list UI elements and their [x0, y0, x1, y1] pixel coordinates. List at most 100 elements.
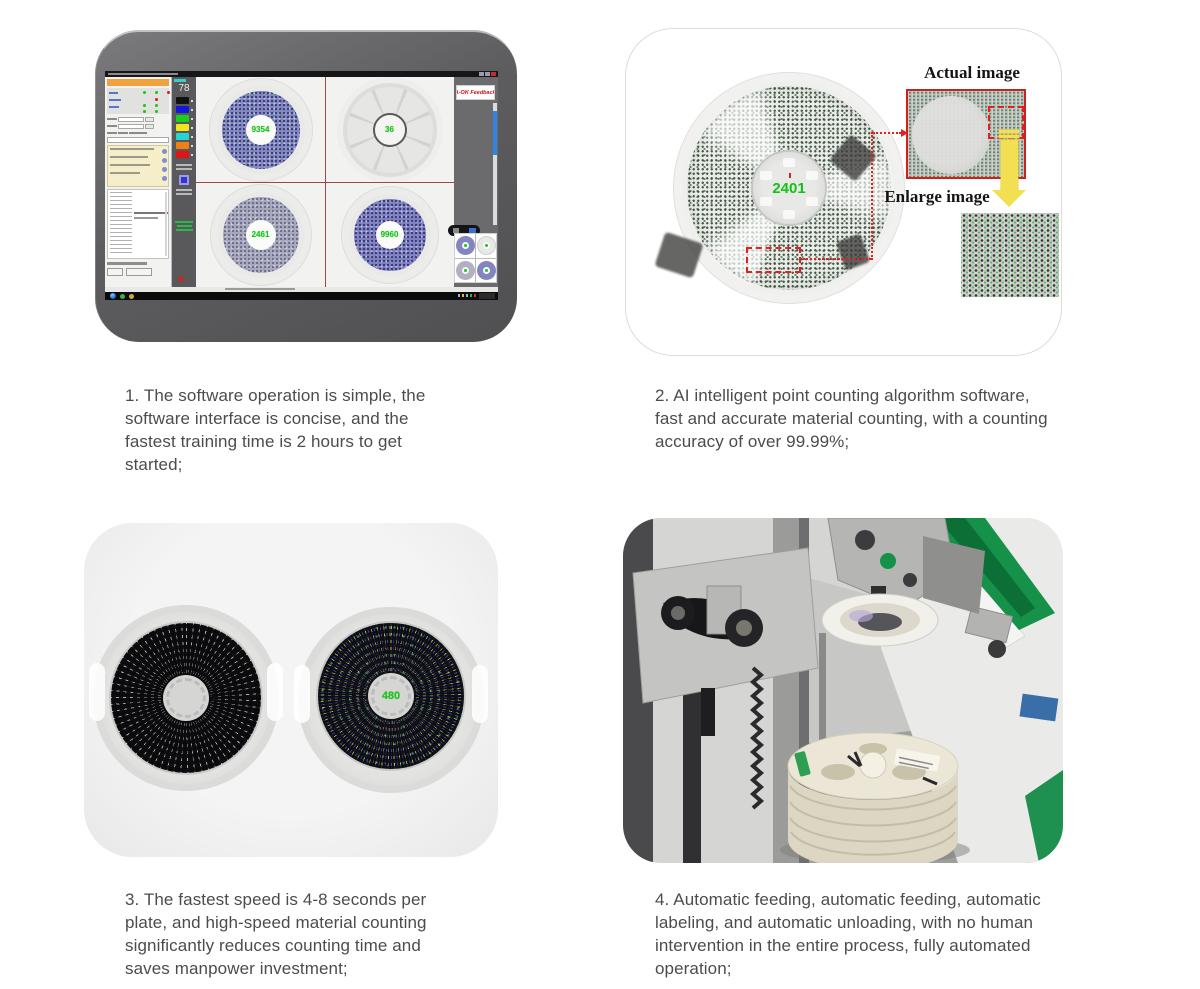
button	[126, 268, 152, 276]
reel-hub: 480	[368, 673, 414, 719]
search-input	[107, 137, 169, 143]
spring-coil	[749, 666, 765, 810]
reel-flange	[89, 605, 283, 791]
reel-count: 36	[385, 125, 394, 134]
feature-caption-3: 3. The fastest speed is 4-8 seconds per …	[125, 890, 427, 978]
thumbnail-reel	[455, 236, 475, 256]
feature-caption-2: 2. AI intelligent point counting algorit…	[655, 386, 1048, 451]
left-panel-header	[107, 79, 169, 86]
reel-image: 9960	[348, 193, 431, 276]
status-dot-green	[143, 91, 146, 94]
reel-count: 2461	[251, 230, 270, 239]
quad-view: 9354 36 2461 9	[196, 77, 454, 287]
app-status-strip	[105, 287, 498, 292]
monitor-frame: 78 9354	[95, 30, 517, 342]
palette-swatch	[175, 106, 193, 113]
yellow-arrow-shaft	[1001, 140, 1018, 190]
conveyor-belt-shade	[937, 518, 1035, 617]
arm-hole	[855, 530, 875, 550]
log-list	[107, 189, 169, 259]
xray-disc-counted: 480	[318, 623, 464, 769]
reel-count: 9960	[380, 230, 399, 239]
auto-label	[176, 164, 192, 166]
green-sticker	[794, 751, 811, 777]
row-action-buttons	[162, 149, 167, 181]
status-dot-green	[143, 104, 146, 107]
reel-stack-side	[788, 768, 958, 863]
xray-disc-black	[111, 623, 261, 773]
quad-cell: 2461	[196, 182, 325, 287]
speed-card: 480	[84, 523, 498, 857]
scrollbar-track	[493, 103, 497, 225]
reel-thumbnails	[454, 233, 497, 283]
palette-swatch	[175, 133, 193, 140]
dropdown-row	[107, 123, 169, 129]
blue-label	[1019, 693, 1059, 722]
scan-label	[176, 193, 192, 195]
status-dot-green	[155, 104, 158, 107]
status-label	[109, 106, 119, 108]
color-palette	[175, 97, 193, 160]
thumbnail-reel	[455, 260, 475, 280]
window-titlebar	[105, 71, 498, 77]
status-dot-green	[155, 110, 158, 113]
palette-swatch	[175, 124, 193, 131]
status-dot-red	[167, 91, 170, 94]
window-title-text	[108, 73, 178, 75]
black-cylinder	[988, 640, 1006, 658]
tool-column: 78	[172, 77, 196, 287]
palette-swatch	[175, 115, 193, 122]
arm-hole	[903, 573, 917, 587]
footer-buttons	[107, 268, 169, 276]
status-dot-green	[155, 91, 158, 94]
reel-count: 9354	[251, 125, 270, 134]
palette-swatch	[175, 142, 193, 149]
counter-display: 78	[178, 83, 190, 94]
scrollbar-thumb	[493, 111, 497, 155]
stack-layer-lines	[789, 785, 957, 856]
enlarge-image-label: Enlarge image	[884, 187, 990, 206]
close-icon	[491, 72, 496, 76]
feature-caption-1: 1. The software operation is simple, the…	[125, 386, 426, 474]
reel-count: 2401	[772, 172, 806, 197]
status-indicator-box	[107, 88, 170, 114]
status-label	[109, 99, 121, 101]
roi-dashed-rect	[746, 247, 801, 273]
footer-text	[107, 262, 147, 265]
list-scrollbar	[165, 192, 167, 256]
taskbar-clock	[479, 293, 495, 299]
yellow-arrow-bar	[999, 135, 1019, 138]
arm-hole-green	[880, 553, 896, 569]
tool-icon	[179, 175, 189, 185]
quad-cell: 9354	[196, 77, 325, 182]
system-tray	[458, 294, 476, 297]
barcode-marks	[847, 751, 938, 786]
palette-swatch	[175, 97, 193, 104]
log-text-line	[134, 217, 158, 219]
monitor-screen: 78 9354	[105, 71, 498, 300]
window-controls	[479, 72, 496, 76]
status-text	[225, 288, 295, 290]
status-label	[109, 92, 118, 94]
enlarged-texture-image	[961, 213, 1059, 297]
stop-indicator	[178, 276, 184, 282]
feature-caption-4: 4. Automatic feeding, automatic feeding,…	[655, 890, 1041, 978]
yellow-arrow-bar	[999, 130, 1019, 133]
camera-widget	[448, 225, 480, 236]
windows-taskbar	[105, 292, 498, 300]
palette-swatch	[175, 151, 193, 158]
connector-arrow	[873, 129, 908, 137]
radio-row	[107, 130, 169, 136]
actual-image-label: Actual image	[924, 63, 1020, 82]
thumbnail-reel	[476, 260, 496, 280]
reel-window	[821, 764, 855, 780]
reel-hub	[163, 675, 209, 721]
arm-side-panel	[923, 536, 985, 614]
connector-dotted-line	[871, 132, 873, 260]
scan-label	[176, 189, 192, 191]
vertical-profile	[683, 643, 701, 863]
top-reel-hub	[859, 751, 887, 779]
pulley-hub	[736, 620, 752, 636]
button	[107, 268, 123, 276]
green-stripe	[1025, 770, 1063, 863]
